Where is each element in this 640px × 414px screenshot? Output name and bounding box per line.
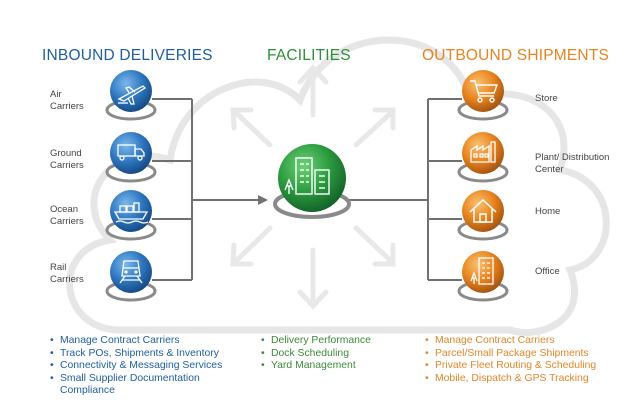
train-icon xyxy=(119,260,143,284)
inbound-arrowhead xyxy=(258,195,268,205)
home-label: Home xyxy=(535,206,561,217)
list-item: Yard Management xyxy=(261,360,371,373)
background-cloud xyxy=(66,36,610,336)
house-icon xyxy=(469,198,497,223)
inbound-bullet-list: Manage Contract Carriers Track POs, Ship… xyxy=(50,335,250,398)
list-item: Delivery Performance xyxy=(261,335,371,348)
list-item: Mobile, Dispatch & GPS Tracking xyxy=(425,373,596,386)
list-item: Connectivity & Messaging Services xyxy=(50,360,250,373)
ocean-carrier-node xyxy=(105,190,157,241)
truck-icon xyxy=(117,144,145,161)
facility-node xyxy=(273,144,351,219)
list-item: Private Fleet Routing & Scheduling xyxy=(425,360,596,373)
outbound-bullet-list: Manage Contract Carriers Parcel/Small Pa… xyxy=(425,335,596,385)
rail-carriers-label: Rail Carriers xyxy=(50,262,84,285)
outbound-heading: OUTBOUND SHIPMENTS xyxy=(422,47,610,64)
office-building-icon xyxy=(470,257,494,285)
air-carrier-node xyxy=(105,70,157,121)
list-item: Manage Contract Carriers xyxy=(50,335,250,348)
shopping-cart-icon xyxy=(470,80,499,103)
list-item: Parcel/Small Package Shipments xyxy=(425,348,596,361)
list-item: Manage Contract Carriers xyxy=(425,335,596,348)
inbound-heading: INBOUND DELIVERIES xyxy=(42,47,213,64)
inbound-connectors xyxy=(152,98,262,281)
rail-carrier-node xyxy=(105,251,157,302)
buildings-icon xyxy=(284,157,330,195)
background-arrows xyxy=(230,64,396,310)
plant-distribution-label: Plant/ Distribution Center xyxy=(535,152,610,175)
list-item: Small Supplier Documentation Compliance xyxy=(50,373,250,398)
air-carriers-label: Air Carriers xyxy=(50,89,84,112)
ship-icon xyxy=(113,202,149,224)
list-item: Track POs, Shipments & Inventory xyxy=(50,348,250,361)
ground-carrier-node xyxy=(105,132,157,183)
office-label: Office xyxy=(535,266,560,277)
ocean-carriers-label: Ocean Carriers xyxy=(50,204,84,227)
home-node xyxy=(457,190,509,241)
list-item: Dock Scheduling xyxy=(261,348,371,361)
ground-carriers-label: Ground Carriers xyxy=(50,148,84,171)
plant-distribution-node xyxy=(457,132,509,183)
facilities-heading: FACILITIES xyxy=(267,47,351,64)
office-node xyxy=(457,251,509,302)
airplane-icon xyxy=(117,85,147,105)
store-label: Store xyxy=(535,93,558,104)
facility-bullet-list: Delivery Performance Dock Scheduling Yar… xyxy=(261,335,371,373)
outbound-connectors xyxy=(346,98,462,281)
store-node xyxy=(457,70,509,121)
factory-icon xyxy=(470,141,496,163)
